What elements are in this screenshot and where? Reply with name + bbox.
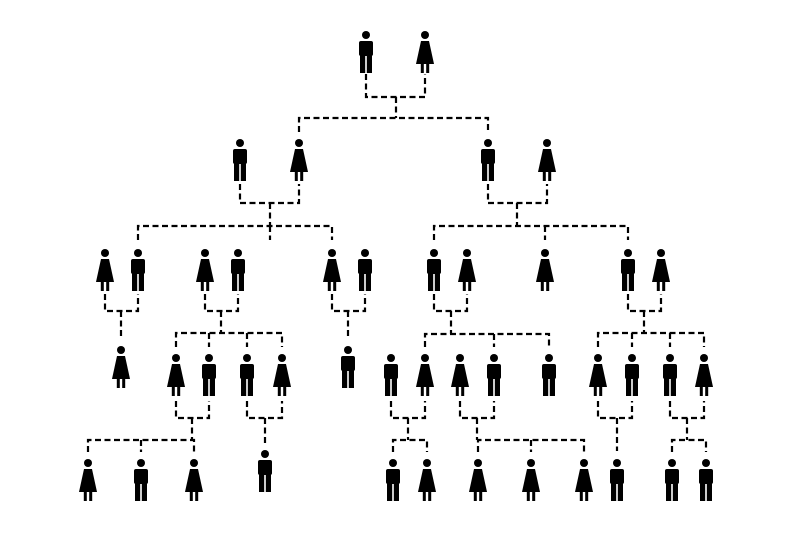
- couple-connector: [238, 184, 301, 205]
- sibling-bar: [476, 438, 586, 452]
- male-person-icon: [131, 249, 145, 291]
- female-person-icon: [536, 249, 554, 291]
- female-person-icon: [458, 249, 476, 291]
- male-person-icon: [621, 249, 635, 291]
- couple-connector: [245, 401, 284, 420]
- female-person-icon: [96, 249, 114, 291]
- male-person-icon: [386, 459, 400, 501]
- female-person-icon: [273, 354, 291, 396]
- sibling-bar: [670, 438, 708, 452]
- couple-connector: [596, 401, 634, 420]
- female-person-icon: [185, 459, 203, 501]
- female-person-icon: [652, 249, 670, 291]
- sibling-bar: [423, 332, 551, 347]
- couple-connector: [486, 184, 549, 205]
- couple-connector: [389, 401, 427, 420]
- female-person-icon: [418, 459, 436, 501]
- male-person-icon: [625, 354, 639, 396]
- female-person-icon: [112, 346, 130, 388]
- male-person-icon: [341, 346, 355, 388]
- couple-connector: [668, 401, 706, 420]
- male-person-icon: [665, 459, 679, 501]
- female-person-icon: [416, 354, 434, 396]
- sibling-bar: [596, 331, 706, 347]
- male-person-icon: [610, 459, 624, 501]
- female-person-icon: [589, 354, 607, 396]
- couple-connector: [626, 294, 663, 313]
- sibling-bar: [174, 331, 284, 347]
- sibling-bar: [136, 224, 334, 240]
- connector-lines: [86, 74, 708, 452]
- couple-connector: [364, 74, 427, 99]
- male-person-icon: [231, 249, 245, 291]
- male-person-icon: [240, 354, 254, 396]
- male-person-icon: [258, 450, 272, 492]
- female-person-icon: [469, 459, 487, 501]
- couple-connector: [330, 294, 367, 313]
- male-person-icon: [427, 249, 441, 291]
- sibling-bar: [391, 438, 429, 452]
- female-person-icon: [290, 139, 308, 181]
- couple-connector: [174, 401, 211, 420]
- male-person-icon: [699, 459, 713, 501]
- male-person-icon: [384, 354, 398, 396]
- couple-connector: [103, 294, 140, 313]
- female-person-icon: [196, 249, 214, 291]
- sibling-bar: [86, 438, 196, 452]
- male-person-icon: [663, 354, 677, 396]
- female-person-icon: [695, 354, 713, 396]
- female-person-icon: [575, 459, 593, 501]
- male-person-icon: [358, 249, 372, 291]
- female-person-icon: [79, 459, 97, 501]
- female-person-icon: [451, 354, 469, 396]
- male-person-icon: [487, 354, 501, 396]
- female-person-icon: [522, 459, 540, 501]
- couple-connector: [203, 294, 240, 313]
- male-person-icon: [359, 31, 373, 73]
- male-person-icon: [202, 354, 216, 396]
- female-person-icon: [167, 354, 185, 396]
- people-figures: [79, 31, 713, 501]
- female-person-icon: [538, 139, 556, 181]
- female-person-icon: [416, 31, 434, 73]
- male-person-icon: [134, 459, 148, 501]
- couple-connector: [458, 401, 496, 420]
- male-person-icon: [233, 139, 247, 181]
- female-person-icon: [323, 249, 341, 291]
- male-person-icon: [481, 139, 495, 181]
- sibling-bar: [432, 224, 630, 240]
- male-person-icon: [542, 354, 556, 396]
- couple-connector: [432, 294, 469, 313]
- sibling-bar: [297, 116, 490, 132]
